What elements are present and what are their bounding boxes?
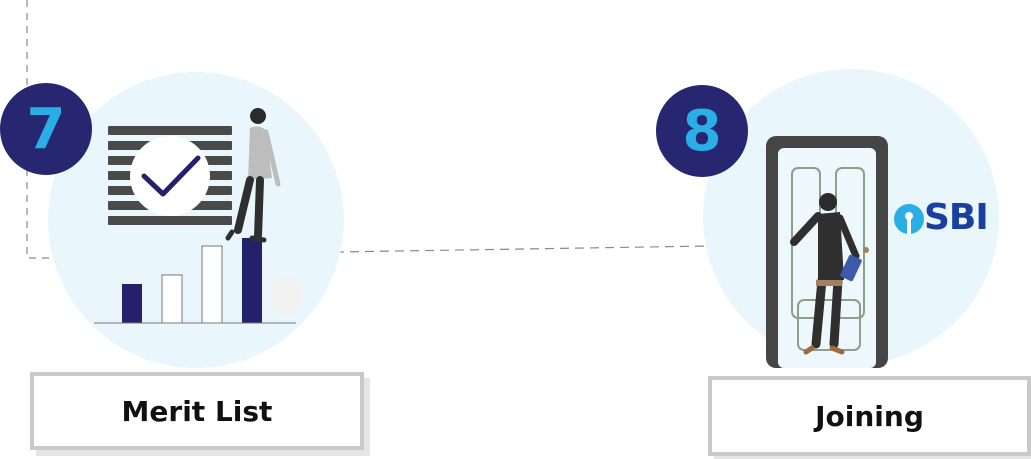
step-7-label-box: Merit List [30,372,364,450]
merit-list-illustration [94,108,302,324]
bar-chart-icon [94,238,302,324]
standing-person-icon [225,108,281,243]
checkmark-icon [130,136,210,216]
step-7-number-badge: 7 [0,83,92,175]
sbi-keyhole-logo-icon [894,204,924,234]
joining-illustration [766,136,888,368]
step-8-number-badge: 8 [656,85,748,177]
joining-person-icon [790,193,862,355]
sbi-logo-text: SBI [924,197,989,238]
step-8-label-box: Joining [708,376,1031,456]
